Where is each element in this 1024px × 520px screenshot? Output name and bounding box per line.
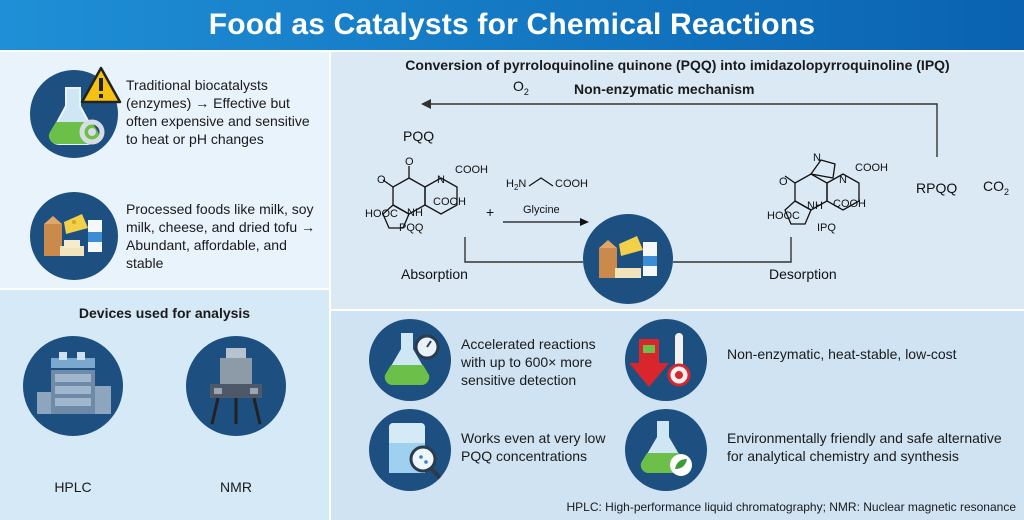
benefit-heat-stable: Non-enzymatic, heat-stable, low-cost: [727, 346, 957, 362]
nmr-label: NMR: [220, 479, 252, 495]
hplc-label: HPLC: [54, 479, 92, 495]
pqq-n: N: [437, 174, 445, 186]
page-title: Food as Catalysts for Chemical Reactions: [208, 8, 816, 41]
processed-foods-icon: [30, 192, 118, 280]
ipq-label: IPQ: [817, 222, 836, 234]
mechanism-title: Conversion of pyrroloquinoline quinone (…: [405, 57, 950, 73]
benefit-eco: Environmentally friendly and safe altern…: [727, 430, 1002, 464]
pqq-cooh-bottom: COOH: [433, 196, 466, 208]
header-bar: Food as Catalysts for Chemical Reactions: [0, 0, 1024, 50]
glycine-structure: H2N: [506, 178, 527, 193]
mechanism-arrows: [421, 99, 938, 263]
enzyme-text: Traditional biocatalysts (enzymes) → Eff…: [126, 77, 310, 147]
ipq-cooh-top: COOH: [855, 162, 888, 174]
mechanism-panel: Conversion of pyrroloquinoline quinone (…: [331, 52, 1024, 309]
rpqq-label: RPQQ: [916, 180, 958, 196]
absorption-label: Absorption: [401, 266, 468, 282]
warning-icon: [80, 66, 122, 109]
ipq-n: N: [839, 174, 847, 186]
nmr-icon: [186, 336, 286, 436]
heat-stable-icon: [625, 319, 707, 401]
devices-title: Devices used for analysis: [78, 305, 251, 321]
food-text: Processed foods like milk, soy milk, che…: [126, 201, 316, 271]
ipq-n-top: N: [813, 152, 821, 164]
plus-sign: +: [486, 204, 495, 220]
ipq-o: O: [779, 176, 788, 188]
ipq-hooc: HOOC: [767, 210, 800, 222]
glycine-label: Glycine: [523, 204, 560, 216]
accelerated-flask-icon: [369, 319, 451, 401]
eco-flask-icon: [625, 409, 707, 491]
mechanism-subtitle: Non-enzymatic mechanism: [574, 81, 755, 97]
pqq-label: PQQ: [399, 222, 424, 234]
glycine-cooh: COOH: [555, 178, 588, 190]
benefit-accelerated: Accelerated reactions with up to 600× mo…: [461, 336, 596, 388]
benefits-panel: Accelerated reactions with up to 600× mo…: [331, 311, 1024, 520]
left-bottom-panel: Devices used for analysis HPLC: [0, 290, 329, 520]
food-catalyst-icon: [583, 214, 673, 304]
low-concentration-beaker-icon: [369, 409, 451, 491]
pqq-cooh-top: COOH: [455, 164, 488, 176]
pqq-o-left: O: [377, 174, 386, 186]
ipq-structure-icon: [784, 159, 860, 225]
pqq-top-label: PQQ: [403, 128, 435, 144]
pqq-nh: NH: [407, 207, 423, 219]
o2-label: O2: [513, 78, 529, 97]
ipq-cooh-bottom: COOH: [833, 198, 866, 210]
glycine-bonds: [528, 177, 554, 187]
hplc-icon: [23, 336, 123, 436]
ipq-nh: NH: [807, 200, 823, 212]
pqq-structure-icon: [382, 166, 458, 229]
left-top-panel: Traditional biocatalysts (enzymes) → Eff…: [0, 52, 329, 288]
pqq-hooc: HOOC: [365, 208, 398, 220]
desorption-label: Desorption: [769, 266, 837, 282]
benefit-low-pqq: Works even at very low PQQ concentration…: [461, 430, 606, 464]
footnote: HPLC: High-performance liquid chromatogr…: [566, 500, 1016, 514]
co2-label: CO2: [983, 178, 1010, 197]
pqq-o-top: O: [405, 156, 414, 168]
